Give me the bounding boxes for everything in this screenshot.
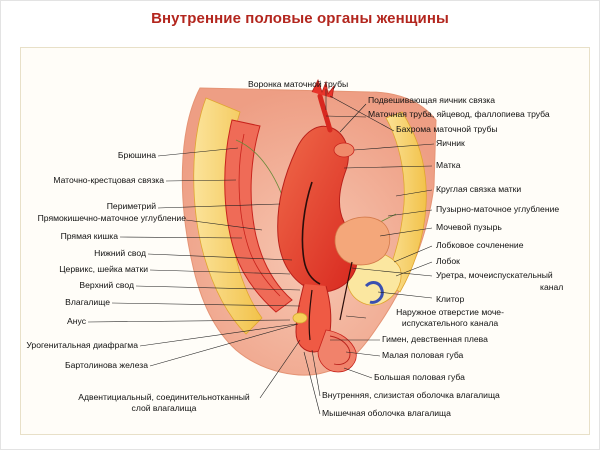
fimbria [311, 78, 335, 99]
bladder [334, 216, 391, 266]
label-cervix: Цервикс, шейка матки [59, 264, 148, 274]
vaginal-lumen [308, 289, 313, 341]
label-clitoris: Клитор [436, 294, 465, 304]
page-title: Внутренние половые органы женщины [151, 10, 449, 27]
label-fimbria: Бахрома маточной трубы [396, 124, 498, 134]
left-leader-lines [87, 147, 301, 399]
right-leader-lines [303, 89, 435, 415]
label-fallopian-tube: Маточная труба, яйцевод, фаллопиева труб… [368, 109, 550, 119]
urethra [339, 261, 353, 321]
bartholin-gland [292, 312, 308, 324]
label-infundibulum: Воронка маточной трубы [248, 79, 349, 89]
label-suspensory-ligament: Подвешивающая яичник связка [368, 95, 496, 105]
uterine-cavity [301, 181, 321, 285]
label-rectum: Прямая кишка [60, 231, 118, 241]
label-urethra-line-2: канал [540, 282, 564, 292]
rectum-inner [238, 133, 281, 297]
label-perimetrium: Периметрий [106, 201, 156, 211]
label-hymen: Гимен, девственная плева [382, 334, 488, 344]
label-urethra-line-1: Уретра, мочеиспускательный [436, 270, 553, 280]
label-urethral-orifice-line-2: испускательного канала [401, 318, 499, 328]
label-urethral-orifice-line-1: Наружное отверстие моче- [396, 307, 504, 317]
label-mons-pubis: Лобок [436, 256, 460, 266]
label-uterus: Матка [436, 160, 461, 170]
label-bladder: Мочевой пузырь [436, 222, 502, 232]
clitoris [364, 281, 384, 304]
label-anterior-fornix: Верхний свод [79, 280, 134, 290]
label-posterior-fornix: Нижний свод [94, 248, 146, 258]
label-ovary: Яичник [436, 138, 465, 148]
ovary [333, 142, 355, 158]
label-pubic-symphysis: Лобковое сочленение [436, 240, 524, 250]
label-rectouterine-pouch: Прямокишечно-маточное углубление [37, 213, 186, 223]
label-uterosacral-ligament: Маточно-крестцовая связка [53, 175, 164, 185]
label-labia-minora: Малая половая губа [382, 350, 464, 360]
label-vesicouterine-pouch: Пузырно-маточное углубление [436, 204, 560, 214]
label-labia-majora: Большая половая губа [374, 372, 465, 382]
fallopian-tube [317, 93, 333, 133]
labia-minora [329, 335, 351, 365]
label-adventitia-line-1: Адвентициальный, соединительнотканный [78, 392, 250, 402]
label-anus: Анус [67, 316, 86, 326]
label-peritoneum: Брюшина [117, 150, 156, 160]
label-adventitia-line-2: слой влагалища [131, 403, 197, 413]
label-bartholin-gland: Бартолинова железа [65, 360, 148, 370]
label-round-ligament: Круглая связка матки [436, 184, 522, 194]
label-vaginal-muscle: Мышечная оболочка влагалища [322, 408, 451, 418]
label-urogenital-diaphragm: Урогенитальная диафрагма [26, 340, 138, 350]
label-vaginal-mucosa: Внутренняя, слизистая оболочка влагалища [322, 390, 500, 400]
label-vagina: Влагалище [65, 297, 110, 307]
